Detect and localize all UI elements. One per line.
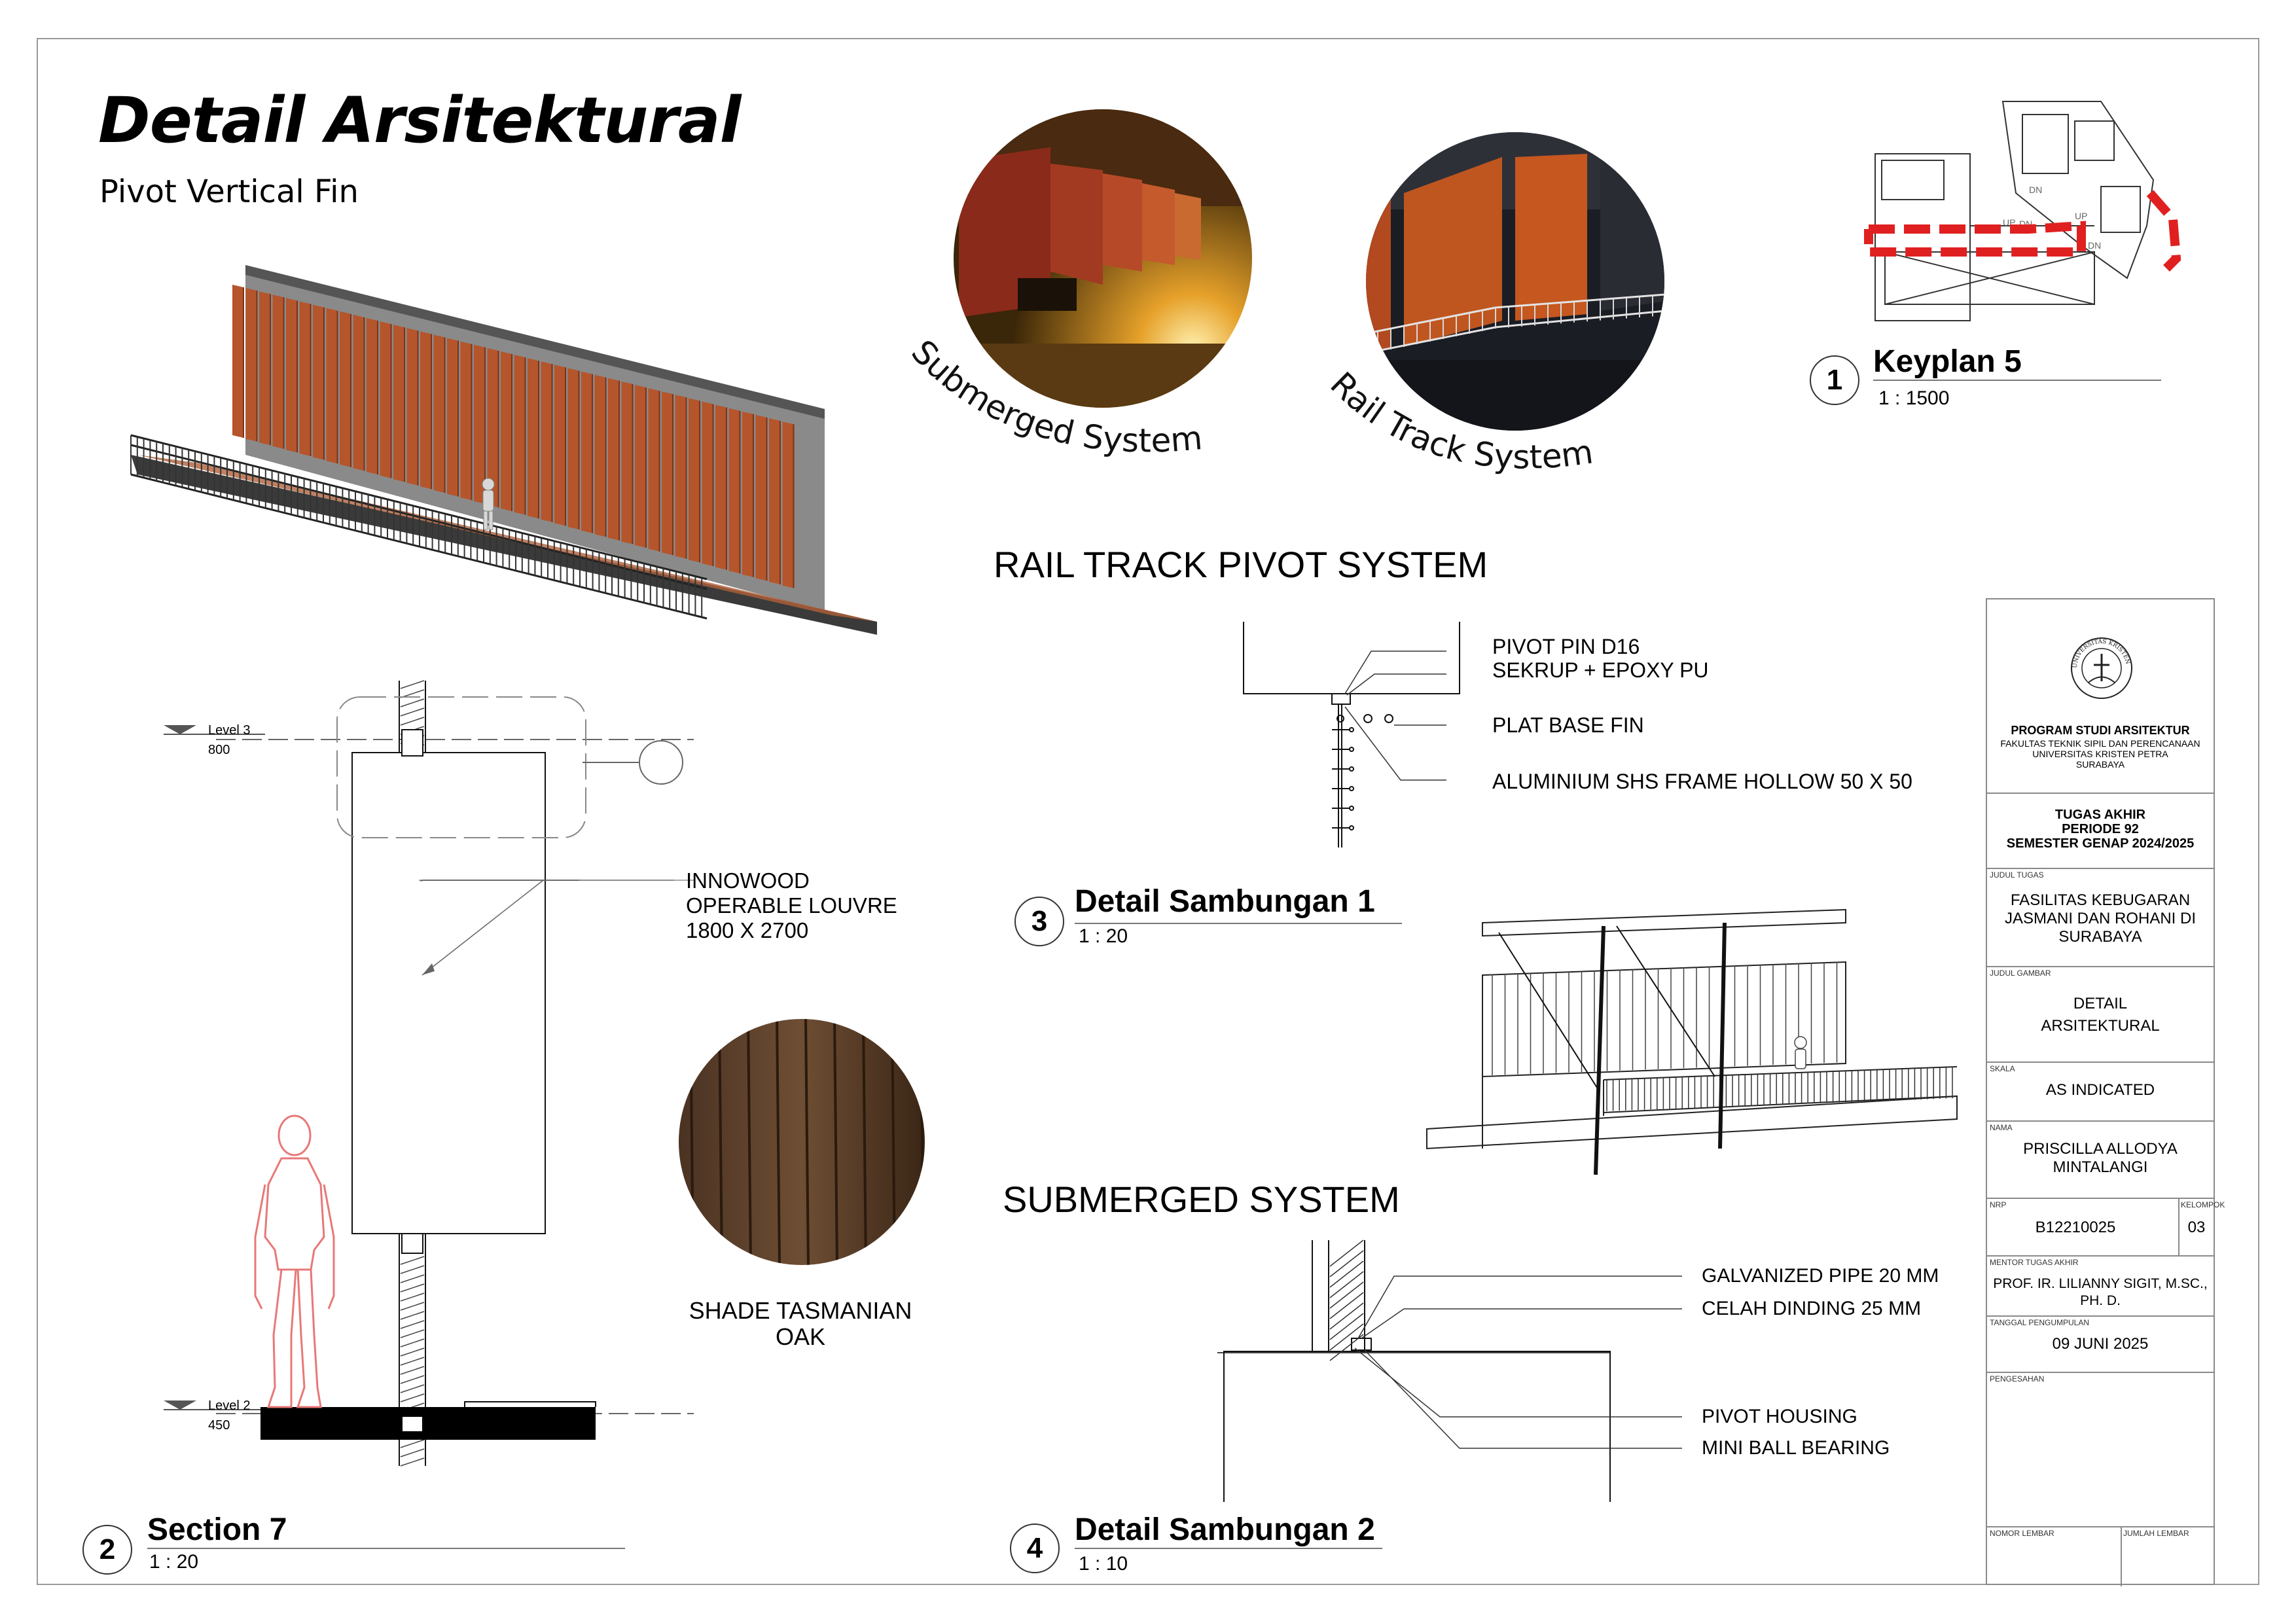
judul-gambar-2: ARSITEKTURAL [2041, 1017, 2160, 1035]
svg-text:Submerged System: Submerged System [904, 332, 1204, 459]
keyplan-tag: DN [2088, 240, 2101, 251]
pengesahan-label: PENGESAHAN [1990, 1374, 2045, 1383]
kelompok-value: 03 [2187, 1219, 2206, 1236]
program-name: PROGRAM STUDI ARSITEKTUR [2011, 724, 2190, 737]
scale-figure [1794, 1036, 1807, 1069]
material-label-1: SHADE TASMANIAN [689, 1297, 912, 1324]
judul-tugas-label: JUDUL TUGAS [1990, 870, 2044, 880]
callout-plat-base: PLAT BASE FIN [1492, 713, 1644, 737]
submerged-detail-drawing [1217, 1240, 1682, 1502]
judul-tugas-1: FASILITAS KEBUGARAN [2010, 891, 2191, 909]
section-drawing [164, 680, 694, 1467]
callout-celah: CELAH DINDING 25 MM [1702, 1298, 1922, 1319]
nama-2: MINTALANGI [2053, 1158, 2148, 1176]
view-number-2: 2 [82, 1525, 132, 1575]
callout-sekrup: SEKRUP + EPOXY PU [1492, 658, 1709, 682]
title-underline [1075, 1548, 1382, 1549]
scale-figure-red [254, 1115, 335, 1408]
nrp-value: B12210025 [2035, 1219, 2116, 1236]
sheet-border [37, 38, 2259, 1585]
view-number-3: 3 [1014, 897, 1064, 946]
title-underline [147, 1548, 625, 1549]
title-block: UNIVERSITAS KRISTEN PETRA PROGRAM STUDI … [1986, 598, 2225, 1586]
submerged-render [954, 109, 1252, 408]
callout-galvanized-pipe: GALVANIZED PIPE 20 MM [1702, 1265, 1939, 1287]
tanggal-value: 09 JUNI 2025 [2052, 1335, 2149, 1353]
detail2-title: Detail Sambungan 2 [1075, 1512, 1375, 1547]
material-label-2: OAK [775, 1323, 826, 1350]
keyplan-highlight [1864, 190, 2181, 272]
view-number-4: 4 [1010, 1524, 1060, 1573]
submerged-perspective [1426, 908, 1958, 1175]
louvre-label-1: INNOWOOD [686, 868, 810, 893]
task-line-3: SEMESTER GENAP 2024/2025 [2006, 836, 2195, 851]
nrp-label: NRP [1990, 1200, 2007, 1209]
logo-text: UNIVERSITAS KRISTEN PETRA [2066, 631, 2131, 668]
keyplan-drawing: DN UP DN DN UP [1864, 101, 2181, 321]
rail-heading: RAIL TRACK PIVOT SYSTEM [994, 544, 1488, 585]
level-2-value: 450 [208, 1418, 230, 1433]
detail1-title: Detail Sambungan 1 [1075, 884, 1375, 919]
skala-value: AS INDICATED [2045, 1081, 2155, 1099]
judul-tugas-3: SURABAYA [2058, 928, 2142, 946]
tanggal-label: TANGGAL PENGUMPULAN [1990, 1318, 2090, 1327]
fin-perspective-render [130, 265, 877, 635]
rail-detail-drawing [1243, 622, 1460, 847]
callout-shs-frame: ALUMINIUM SHS FRAME HOLLOW 50 X 50 [1492, 770, 1912, 793]
mentor-1: PROF. IR. LILIANNY SIGIT, M.SC., [1993, 1276, 2208, 1291]
detail2-scale: 1 : 10 [1079, 1553, 1128, 1575]
skala-label: SKALA [1990, 1064, 2015, 1073]
louvre-label-3: 1800 X 2700 [686, 918, 809, 942]
louvre-label-2: OPERABLE LOUVRE [686, 893, 897, 918]
callout-pivot-pin: PIVOT PIN D16 [1492, 635, 1640, 658]
mentor-label: MENTOR TUGAS AKHIR [1990, 1258, 2079, 1267]
university-city: SURABAYA [2075, 759, 2125, 770]
rail-render-caption: Rail Track System [1323, 365, 1595, 476]
page-subtitle: Pivot Vertical Fin [99, 173, 359, 210]
jumlah-lembar-label: JUMLAH LEMBAR [2123, 1529, 2189, 1538]
wood-fins [232, 285, 795, 588]
rail-label: Rail Track System [1323, 365, 1595, 476]
svg-text:Rail Track System: Rail Track System [1323, 365, 1595, 476]
faculty-name: FAKULTAS TEKNIK SIPIL DAN PERENCANAAN [2000, 738, 2200, 749]
svg-text:UNIVERSITAS KRISTEN PETRA: UNIVERSITAS KRISTEN PETRA [2066, 631, 2131, 668]
level-3-value: 800 [208, 743, 230, 757]
submerged-render-caption: Submerged System [904, 332, 1204, 459]
kelompok-label: KELOMPOK [2181, 1200, 2225, 1209]
level-2-name: Level 2 [208, 1399, 251, 1413]
nama-1: PRISCILLA ALLODYA [2023, 1140, 2178, 1158]
rail-render [1366, 132, 1664, 431]
keyplan-title: Keyplan 5 [1873, 344, 2022, 379]
scale-figure [482, 478, 495, 530]
task-line-1: TUGAS AKHIR [2054, 808, 2146, 822]
task-line-2: PERIODE 92 [2062, 822, 2139, 836]
keyplan-tag: DN [2029, 185, 2042, 195]
level-3-name: Level 3 [208, 723, 251, 738]
nama-label: NAMA [1990, 1123, 2013, 1132]
nomor-lembar-label: NOMOR LEMBAR [1990, 1529, 2054, 1538]
title-underline [1075, 923, 1402, 924]
section-scale: 1 : 20 [149, 1551, 199, 1573]
view-number-1: 1 [1810, 355, 1859, 405]
detail1-scale: 1 : 20 [1079, 925, 1128, 947]
title-underline [1873, 380, 2161, 381]
judul-tugas-2: JASMANI DAN ROHANI DI [2004, 910, 2197, 927]
callout-pivot-housing: PIVOT HOUSING [1702, 1406, 1857, 1427]
page-title: Detail Arsitektural [98, 84, 741, 157]
section-title: Section 7 [147, 1512, 287, 1547]
submerged-label: Submerged System [904, 332, 1204, 459]
judul-gambar-1: DETAIL [2073, 995, 2128, 1012]
submerged-heading: SUBMERGED SYSTEM [1003, 1179, 1400, 1220]
material-sample [679, 1019, 925, 1265]
university-logo: UNIVERSITAS KRISTEN PETRA [2066, 631, 2132, 699]
keyplan-scale: 1 : 1500 [1878, 387, 1950, 409]
callout-ball-bearing: MINI BALL BEARING [1702, 1437, 1890, 1459]
mentor-2: PH. D. [2080, 1293, 2121, 1308]
keyplan-tag: UP [2075, 211, 2087, 221]
judul-gambar-label: JUDUL GAMBAR [1990, 969, 2051, 978]
university-name: UNIVERSITAS KRISTEN PETRA [2032, 749, 2168, 759]
